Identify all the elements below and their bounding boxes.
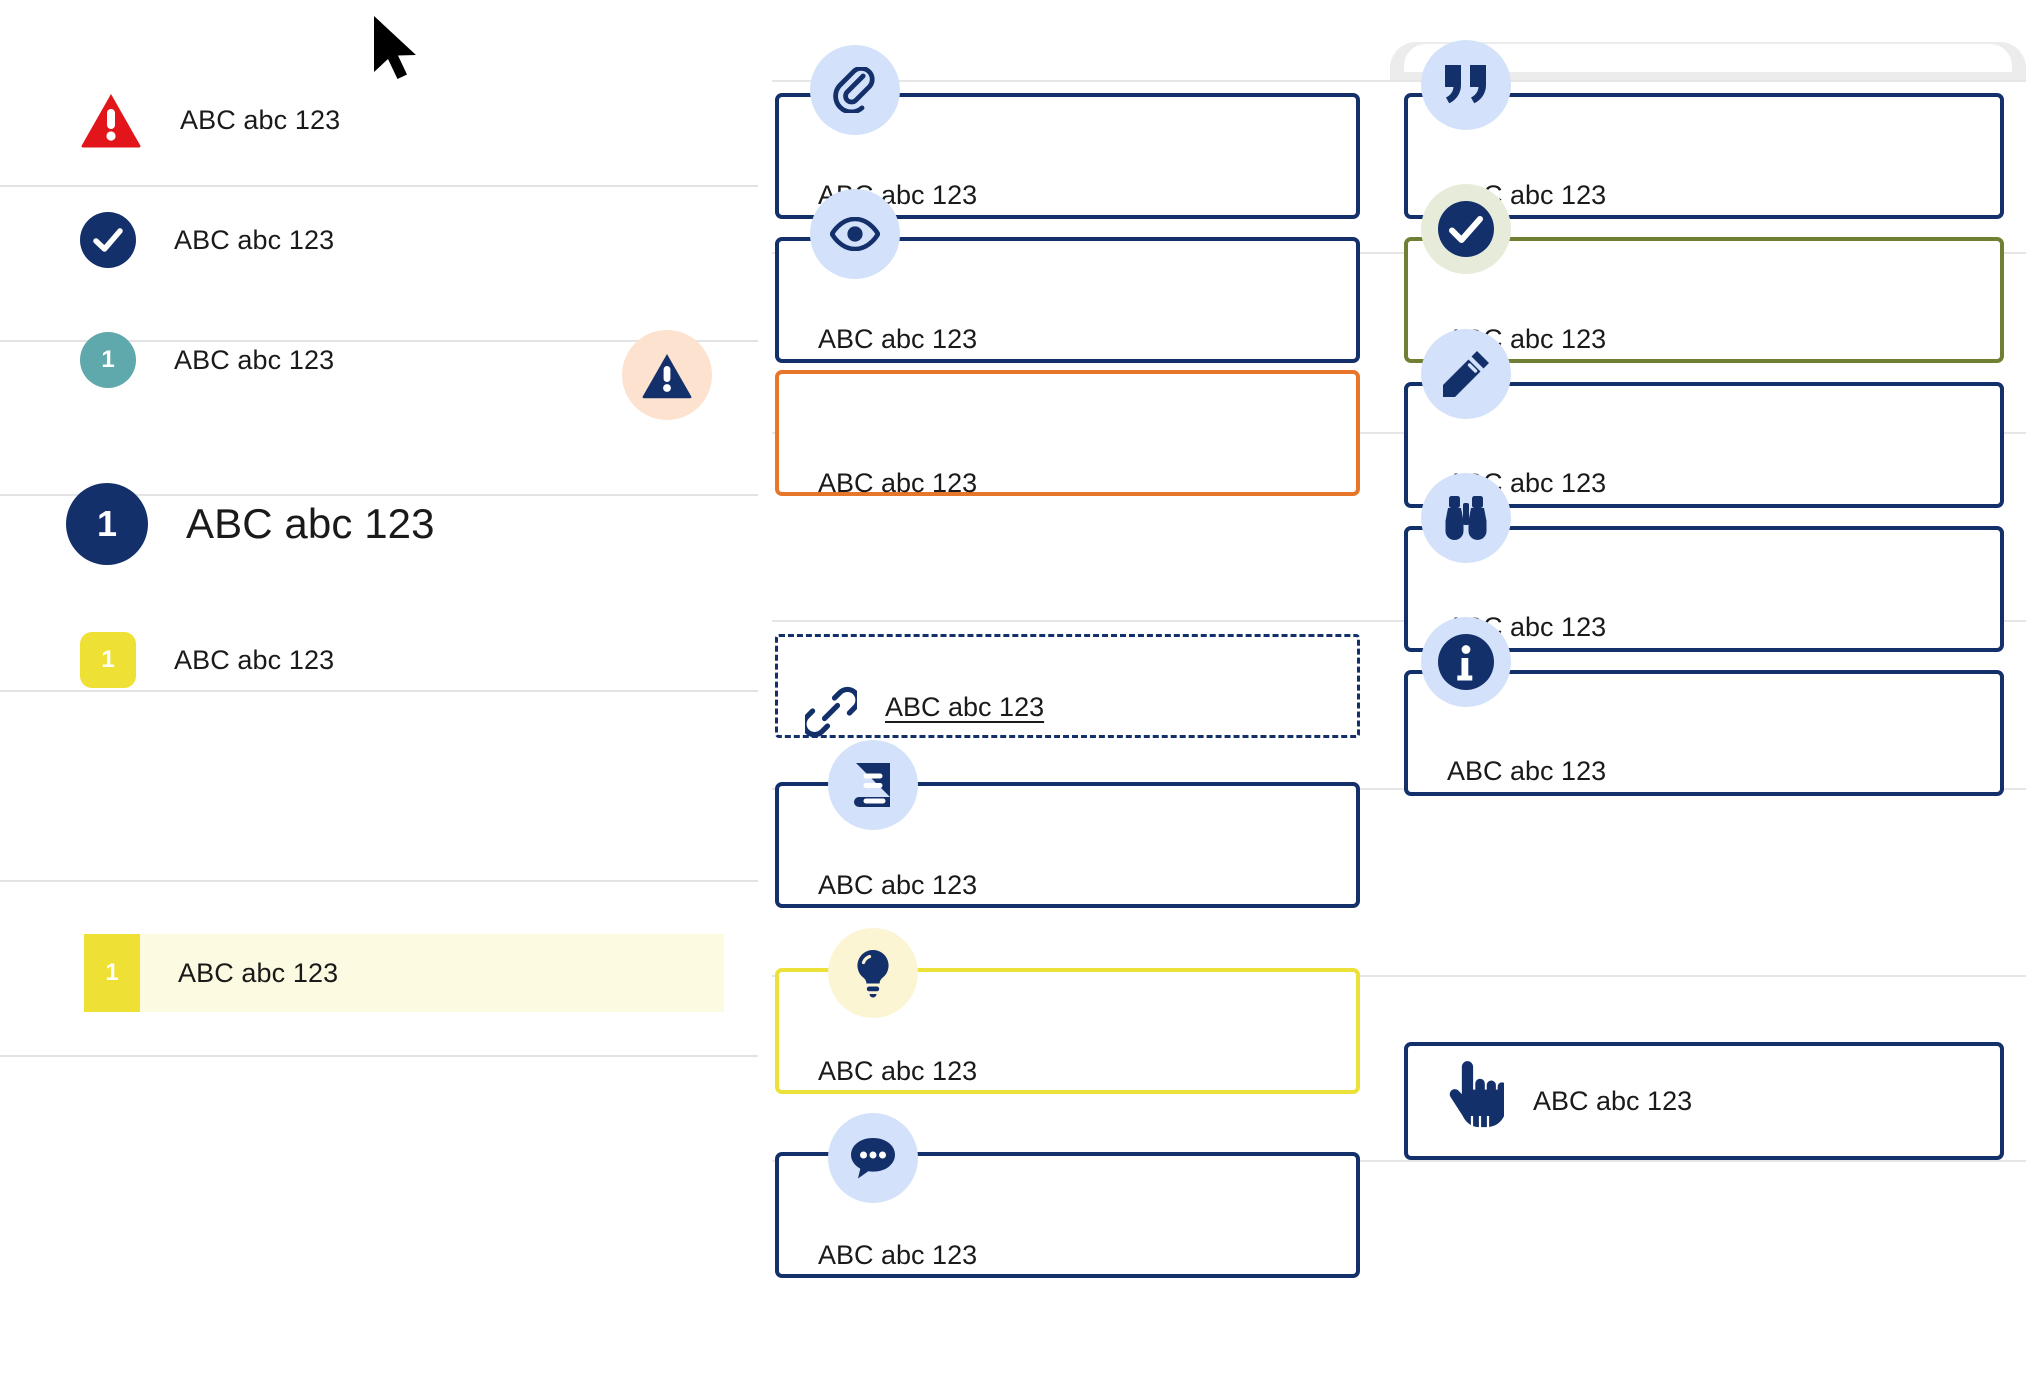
- comment-icon: [828, 1113, 918, 1203]
- list-item-label: ABC abc 123: [174, 224, 335, 255]
- card-warning[interactable]: [775, 370, 1360, 496]
- card-label-link[interactable]: ABC abc 123: [885, 692, 1045, 722]
- list-divider: [0, 185, 758, 187]
- list-item-label: ABC abc 123: [180, 104, 341, 135]
- list-divider: [0, 340, 758, 342]
- card-label: ABC abc 123: [818, 324, 978, 354]
- column-divider: [772, 80, 2026, 82]
- quote-icon: [1421, 40, 1511, 130]
- column-divider: [772, 788, 2026, 790]
- column-divider: [772, 620, 2026, 622]
- info-icon: [1421, 617, 1511, 707]
- list-item-label: ABC abc 123: [174, 644, 335, 675]
- list-item[interactable]: 1 ABC abc 123: [0, 474, 758, 574]
- warning-triangle-icon: [80, 92, 142, 148]
- number-badge-yellow-square: 1: [84, 934, 140, 1012]
- card-explore[interactable]: [1404, 526, 2004, 652]
- paperclip-icon: [810, 45, 900, 135]
- card-edit[interactable]: [1404, 382, 2004, 508]
- column-divider: [772, 1160, 2026, 1162]
- pencil-icon: [1421, 329, 1511, 419]
- card-book[interactable]: [775, 782, 1360, 908]
- column-divider: [772, 975, 2026, 977]
- number-badge-navy-large: 1: [66, 483, 148, 565]
- mouse-cursor: [368, 12, 422, 84]
- binoculars-icon: [1421, 473, 1511, 563]
- link-icon: [805, 686, 857, 738]
- card-quote[interactable]: [1404, 93, 2004, 219]
- card-link[interactable]: [775, 634, 1360, 738]
- card-success[interactable]: [1404, 237, 2004, 363]
- card-label: ABC abc 123: [818, 870, 978, 900]
- list-item-label: ABC abc 123: [178, 957, 339, 988]
- list-item[interactable]: 1 ABC abc 123: [0, 322, 758, 398]
- book-icon: [828, 740, 918, 830]
- column-divider: [772, 252, 2026, 254]
- left-list: ABC abc 123 ABC abc 123 1 ABC abc 123 1 …: [0, 0, 758, 1392]
- list-item[interactable]: ABC abc 123: [0, 202, 758, 278]
- number-badge-yellow: 1: [80, 632, 136, 688]
- column-divider: [772, 432, 2026, 434]
- card-info[interactable]: [1404, 670, 2004, 796]
- card-label: ABC abc 123: [1447, 756, 1607, 786]
- list-divider: [0, 880, 758, 882]
- card-action[interactable]: [1404, 1042, 2004, 1160]
- list-item-label: ABC abc 123: [186, 500, 435, 547]
- pointing-hand-icon: [1446, 1058, 1504, 1140]
- list-item-selected[interactable]: 1 ABC abc 123: [0, 934, 758, 1012]
- check-icon: [1421, 184, 1511, 274]
- list-divider: [0, 690, 758, 692]
- list-item-highlight-background: [84, 934, 724, 1012]
- card-label: ABC abc 123: [818, 1240, 978, 1270]
- list-item[interactable]: ABC abc 123: [0, 82, 758, 158]
- list-item-label: ABC abc 123: [174, 344, 335, 375]
- warning-icon: [622, 330, 712, 420]
- card-label: ABC abc 123: [1533, 1086, 1693, 1116]
- list-divider: [0, 1055, 758, 1057]
- check-circle-icon: [80, 212, 136, 268]
- list-item[interactable]: 1 ABC abc 123: [0, 622, 758, 698]
- lightbulb-icon: [828, 928, 918, 1018]
- eye-icon: [810, 189, 900, 279]
- card-label: ABC abc 123: [818, 468, 978, 498]
- card-label: ABC abc 123: [818, 1056, 978, 1086]
- number-badge-teal: 1: [80, 332, 136, 388]
- list-divider: [0, 494, 758, 496]
